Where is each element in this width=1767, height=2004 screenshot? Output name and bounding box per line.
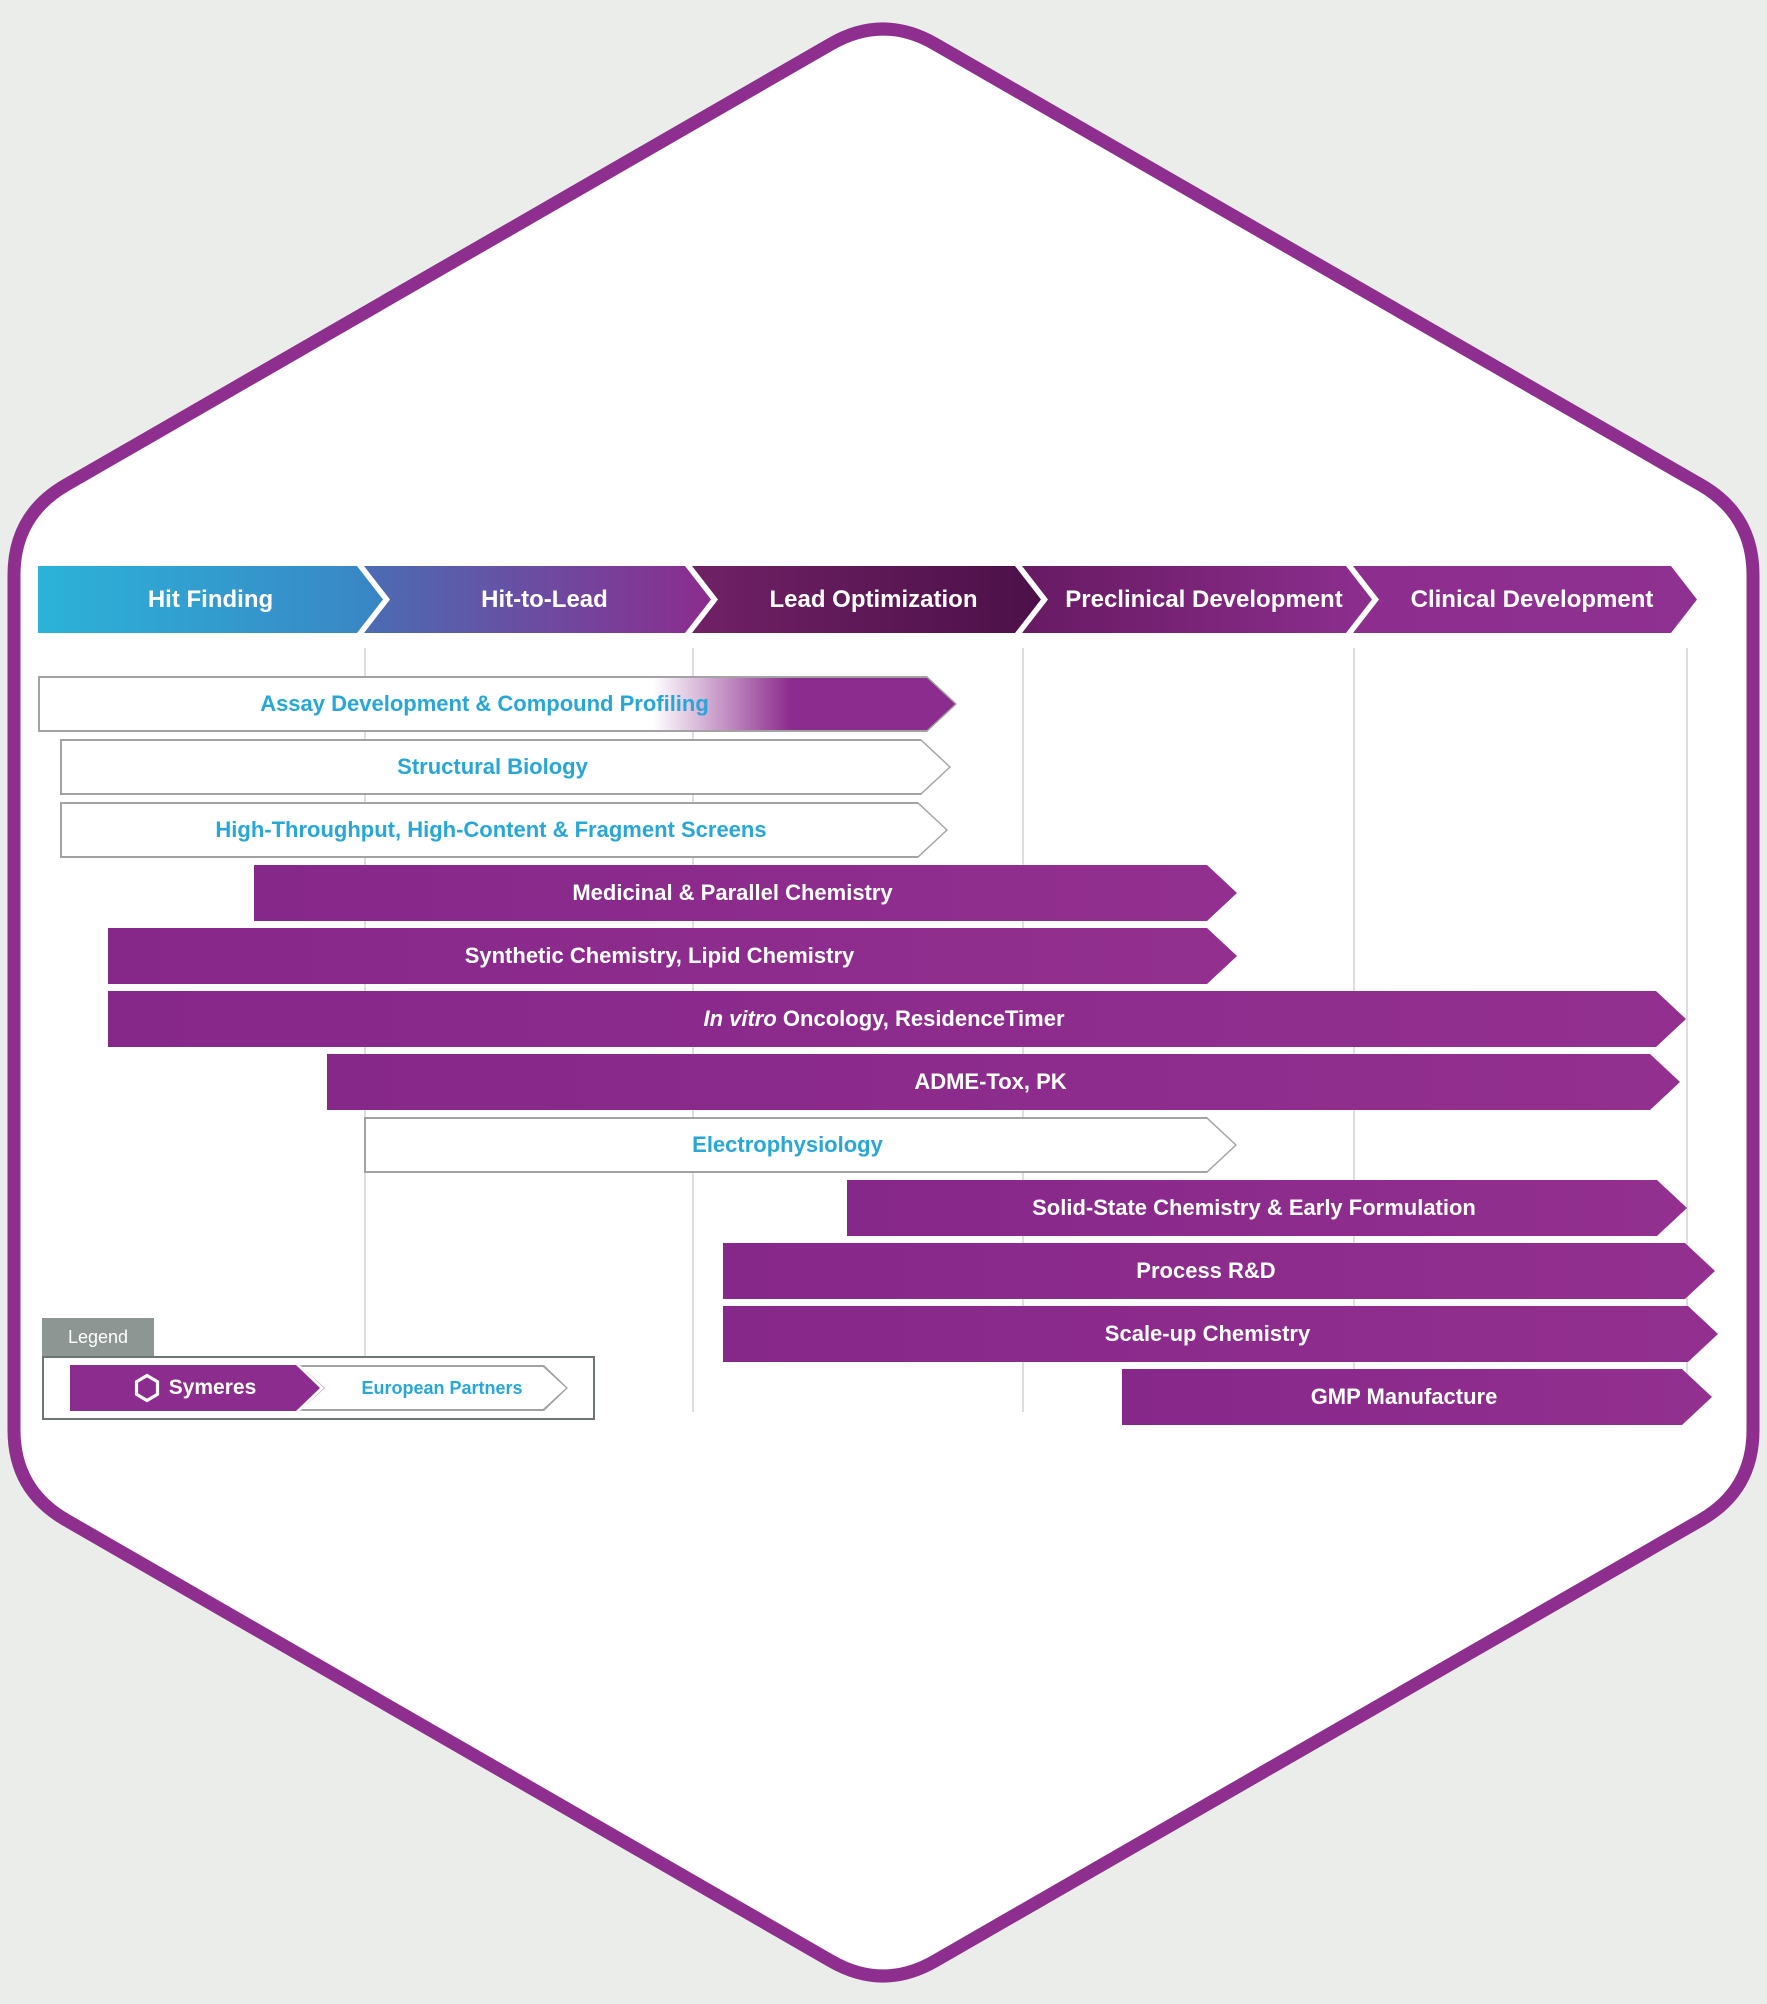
legend-symeres-arrow: Symeres <box>70 1365 320 1411</box>
stage-label: Hit-to-Lead <box>481 585 608 613</box>
legend-symeres-label: Symeres <box>168 1376 257 1399</box>
stage-label: Preclinical Development <box>1065 585 1343 613</box>
stage-hit-finding: Hit Finding <box>38 566 383 633</box>
symeres-hexagon-logo-icon <box>134 1373 160 1403</box>
stage-preclinical-development: Preclinical Development <box>1022 566 1372 633</box>
legend-tab: Legend <box>42 1318 154 1357</box>
stage-label: Hit Finding <box>147 585 274 613</box>
stage-hit-to-lead: Hit-to-Lead <box>364 566 711 633</box>
legend-title: Legend <box>67 1327 129 1347</box>
stage-label: Clinical Development <box>1410 585 1654 613</box>
legend-partners-label: European Partners <box>361 1378 523 1398</box>
stage-chevron-bar: Hit Finding Hit-to-Lead Lead Optimization P… <box>0 566 1767 633</box>
stage-lead-optimization: Lead Optimization <box>692 566 1041 633</box>
partners-arrow-fill <box>302 1367 566 1409</box>
hexagon-frame-path <box>7 22 1760 1983</box>
stage-clinical-development: Clinical Development <box>1353 566 1697 633</box>
legend-partners-arrow: European Partners <box>300 1365 568 1411</box>
stage-label: Lead Optimization <box>769 585 978 613</box>
